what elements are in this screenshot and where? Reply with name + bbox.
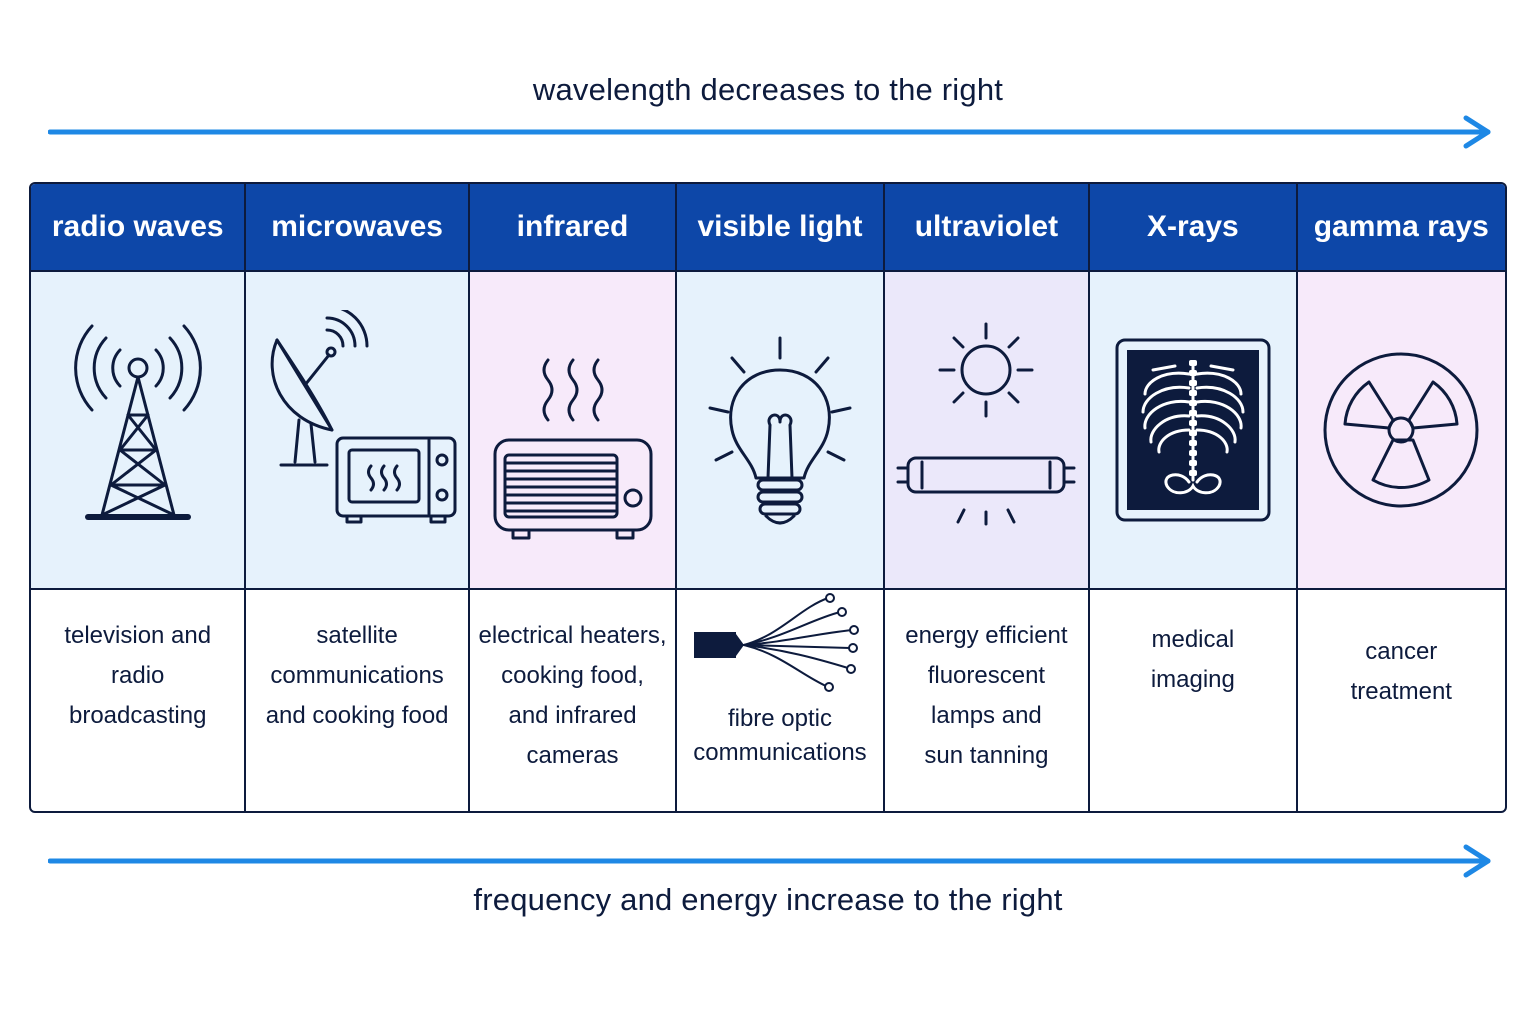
use-line: communications bbox=[270, 662, 444, 689]
column-microwaves: microwaves satellite communications and co… bbox=[244, 184, 468, 811]
frequency-arrow bbox=[48, 844, 1491, 878]
use-line: cooking food, bbox=[501, 662, 644, 689]
wavelength-caption: wavelength decreases to the right bbox=[532, 72, 1004, 107]
column-icon-panel bbox=[1297, 272, 1505, 590]
light-bulb-icon bbox=[708, 336, 852, 525]
wavelength-arrow bbox=[48, 115, 1491, 149]
use-line: communications bbox=[693, 739, 867, 766]
column-header: ultraviolet bbox=[884, 184, 1089, 272]
column-icon-panel bbox=[1090, 272, 1296, 590]
use-line: electrical heaters, bbox=[478, 622, 667, 649]
column-icon-panel bbox=[677, 272, 883, 590]
use-line: sun tanning bbox=[924, 742, 1049, 769]
column-icon-panel bbox=[884, 272, 1089, 590]
column-icon-panel bbox=[31, 272, 245, 590]
radio-tower-icon bbox=[73, 324, 202, 520]
use-text: cancer treatment bbox=[1298, 590, 1505, 811]
use-text: television and radio broadcasting bbox=[31, 590, 244, 811]
xray-chest-icon bbox=[1115, 338, 1271, 522]
column-infrared: infrared electrical heaters, cooking food… bbox=[467, 184, 676, 811]
column-header: visible light bbox=[677, 184, 883, 272]
use-line: satellite bbox=[316, 622, 398, 649]
column-header: infrared bbox=[469, 184, 676, 272]
spectrum-table: radio waves television and radio broadcast… bbox=[29, 182, 1507, 813]
column-icon-panel bbox=[246, 272, 468, 590]
use-line: lamps and bbox=[931, 702, 1042, 729]
use-line: treatment bbox=[1350, 678, 1452, 705]
sun-uv-lamp-icon bbox=[896, 322, 1076, 526]
use-line: radio bbox=[111, 662, 165, 689]
column-visible-light: visible light bbox=[675, 184, 883, 811]
use-text: medical imaging bbox=[1090, 590, 1295, 811]
use-text: energy efficient fluorescent lamps and sun … bbox=[885, 590, 1088, 811]
frequency-caption: frequency and energy increase to the rig… bbox=[473, 882, 1063, 917]
column-header: gamma rays bbox=[1297, 184, 1505, 272]
use-line: energy efficient bbox=[905, 622, 1068, 649]
column-header: X-rays bbox=[1090, 184, 1296, 272]
radiation-icon bbox=[1323, 352, 1479, 508]
use-line: cancer bbox=[1365, 638, 1438, 665]
column-header: radio waves bbox=[31, 184, 245, 272]
column-x-rays: X-rays bbox=[1088, 184, 1296, 811]
column-radio-waves: radio waves television and radio broadcast… bbox=[31, 184, 245, 811]
column-ultraviolet: ultraviolet energy efficient fluorescent l… bbox=[882, 184, 1089, 811]
use-line: imaging bbox=[1150, 666, 1235, 693]
fibre-optic-icon bbox=[693, 593, 859, 692]
use-line: and cooking food bbox=[265, 702, 449, 729]
use-line: fibre optic bbox=[727, 705, 832, 732]
use-line: and infrared bbox=[508, 702, 637, 729]
use-line: fluorescent bbox=[927, 662, 1046, 689]
use-line: medical bbox=[1151, 626, 1235, 653]
use-text: satellite communications and cooking food bbox=[246, 590, 467, 811]
use-line: cameras bbox=[526, 742, 619, 769]
column-header: microwaves bbox=[246, 184, 468, 272]
column-gamma-rays: gamma rays cancer treatment bbox=[1295, 184, 1505, 811]
use-line: television and bbox=[64, 622, 212, 649]
use-line: broadcasting bbox=[68, 702, 207, 729]
column-icon-panel bbox=[469, 272, 676, 590]
use-text: fibre optic communications bbox=[677, 590, 882, 811]
satellite-dish-microwave-icon bbox=[270, 310, 457, 524]
heater-icon bbox=[493, 358, 653, 540]
use-text: electrical heaters, cooking food, and infr… bbox=[470, 590, 675, 811]
